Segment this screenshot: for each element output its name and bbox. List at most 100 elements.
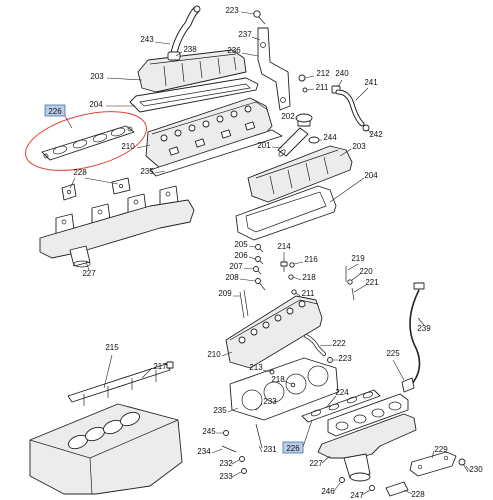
callout-202-filler-cap: 202: [281, 112, 295, 121]
grommet: [308, 136, 320, 144]
callout-220: 220: [359, 267, 373, 276]
callout-228-heat-shield: 228: [73, 168, 87, 177]
rocker-studs: [280, 258, 355, 301]
callout-247: 247: [350, 491, 364, 500]
leader-lines: [64, 11, 471, 496]
bracket-bolt: [253, 10, 266, 25]
fuel-rail: [67, 361, 174, 406]
callout-222-pipe: 222: [332, 339, 346, 348]
callout-230-bolt: 230: [469, 465, 483, 474]
callout-219: 219: [351, 254, 365, 263]
bracket-bolt-small: [298, 74, 308, 93]
callout-209-pushrods: 209: [218, 289, 232, 298]
callout-240-connector: 240: [335, 69, 349, 78]
head-bolts: [269, 369, 296, 388]
callout-246: 246: [321, 487, 335, 496]
callout-234: 234: [197, 447, 211, 456]
callout-207: 207: [229, 262, 243, 271]
callout-203-valve-cover-left: 203: [90, 72, 104, 81]
pushrods: [239, 289, 249, 319]
oxygen-sensor-wire: [409, 282, 425, 385]
callout-233-lower: 233: [219, 472, 233, 481]
head-gasket-left: [149, 129, 283, 177]
callout-211-bolt: 211: [316, 83, 329, 92]
manifold-bolts: [339, 477, 375, 491]
callout-highlight-lower: [282, 441, 304, 454]
heat-shield-right: [409, 451, 457, 477]
coolant-pipe: [304, 334, 326, 356]
callout-204-gasket-right: 204: [364, 171, 378, 180]
exhaust-manifold-gasket-right: [301, 389, 381, 423]
callout-233-upper: 233: [263, 397, 277, 406]
callout-215-injectors: 215: [105, 343, 119, 352]
callouts-lower: 205 214 206 216 219 207 220 208 218 221 …: [105, 240, 483, 500]
callout-216: 216: [304, 255, 318, 264]
oil-fill-cap: [167, 51, 181, 61]
callout-244-grommet: 244: [323, 133, 337, 142]
heat-shield-bolt: [458, 458, 469, 473]
callout-217-fuel-rail: 217: [153, 362, 167, 371]
callout-214: 214: [277, 242, 291, 251]
callout-204-gasket-left: 204: [89, 100, 103, 109]
callout-232: 232: [219, 459, 233, 468]
callout-228-heat-shield-small: 228: [411, 490, 425, 499]
hose-clip: [362, 124, 370, 132]
valve-cover-gasket-left: [129, 77, 259, 113]
callout-237-bracket: 237: [238, 30, 252, 39]
callout-245: 245: [202, 427, 216, 436]
heat-shield-left: [61, 177, 131, 201]
callout-225-oxygen-sensor: 225: [386, 349, 400, 358]
callout-221: 221: [365, 278, 379, 287]
dipstick-tube: [168, 5, 201, 66]
exhaust-manifold-right: [317, 393, 417, 482]
valve-cover-gasket-right: [235, 185, 337, 241]
callout-210-head-right: 210: [207, 350, 221, 359]
engine-block: [29, 403, 183, 495]
callout-218-upper: 218: [302, 273, 316, 282]
exhaust-manifold-left: [39, 185, 195, 268]
callout-highlight-upper: [44, 104, 66, 117]
callout-203-valve-cover-right: 203: [352, 142, 366, 151]
callout-229-heat-shield: 229: [434, 445, 448, 454]
callout-223-pipe-bolt: 223: [338, 354, 352, 363]
callout-239-sensor-wire: 239: [417, 324, 431, 333]
callout-201-pcv: 201: [257, 141, 271, 150]
callout-205: 205: [234, 240, 248, 249]
callout-235-head-gasket-right: 235: [213, 406, 227, 415]
callout-242-clip: 242: [369, 130, 383, 139]
callout-206: 206: [234, 251, 248, 260]
callout-227-manifold-right: 227: [309, 459, 323, 468]
callout-208: 208: [225, 273, 239, 282]
callout-243-dipstick-tube: 243: [140, 35, 154, 44]
callout-213: 213: [249, 363, 263, 372]
callout-224: 224: [335, 388, 349, 397]
callout-231: 231: [263, 445, 277, 454]
valve-cover-left: [137, 49, 247, 93]
oil-filler-cap: [295, 113, 313, 127]
cylinder-head-right: [225, 295, 323, 369]
vent-hose: [335, 89, 365, 127]
valve-cover-right: [247, 145, 353, 203]
callout-227-manifold-left: 227: [82, 269, 96, 278]
pipe-bolt: [327, 357, 333, 363]
oxygen-sensor: [401, 377, 415, 393]
callout-212-bolt: 212: [316, 69, 330, 78]
exhaust-manifold-gasket-left: [41, 125, 135, 161]
pcv-tube: [277, 127, 309, 157]
valve-cover-bolts: [253, 244, 266, 291]
callouts-upper: 223 243 238 237 236 203 212 240 241 211 …: [48, 6, 383, 278]
highlight-circle: [25, 111, 147, 171]
head-gasket-right: [229, 357, 339, 421]
callout-211-rocker: 211: [302, 289, 315, 298]
callout-223-bracket-bolt: 223: [225, 6, 239, 15]
mounting-bracket: [257, 27, 291, 111]
callout-241-hose: 241: [364, 78, 378, 87]
callout-226-gasket-right: 226: [286, 444, 300, 453]
callout-235-head-gasket: 235: [140, 167, 154, 176]
heat-shield-small: [385, 481, 409, 497]
misc-bolts: [221, 423, 263, 474]
callout-238-oil-fill-cap: 238: [183, 45, 197, 54]
callout-210-head-left: 210: [121, 142, 135, 151]
